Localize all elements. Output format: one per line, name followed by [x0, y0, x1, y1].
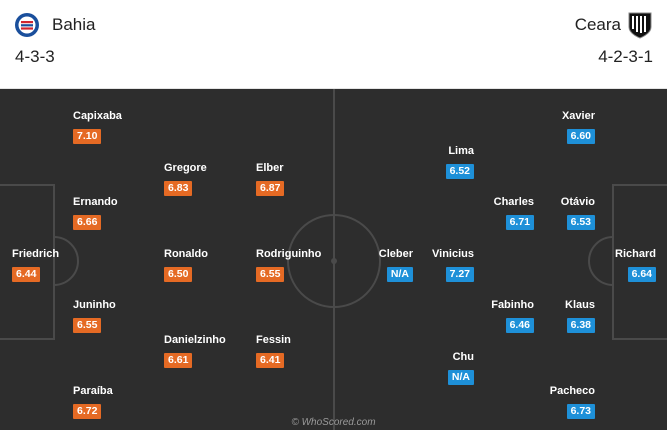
player-rating: 6.41 — [256, 353, 285, 368]
player-rating: 6.66 — [73, 215, 102, 230]
home-player-ronaldo[interactable]: Ronaldo 6.50 — [164, 248, 254, 282]
player-rating: 6.72 — [73, 404, 102, 419]
player-name: Gregore — [164, 162, 207, 174]
home-player-friedrich[interactable]: Friedrich 6.44 — [12, 248, 102, 282]
away-player-charles[interactable]: Charles 6.71 — [444, 196, 534, 230]
player-name: Vinicius — [432, 248, 474, 260]
home-player-paraiba[interactable]: Paraíba 6.72 — [73, 385, 163, 419]
player-rating: 6.61 — [164, 353, 193, 368]
away-player-xavier[interactable]: Xavier 6.60 — [505, 110, 595, 144]
watermark: © WhoScored.com — [291, 417, 376, 428]
player-rating: 6.46 — [505, 318, 534, 333]
player-name: Pacheco — [549, 385, 595, 397]
player-name: Otávio — [560, 196, 595, 208]
player-name: Friedrich — [12, 248, 60, 260]
home-team-name[interactable]: Bahia — [52, 15, 96, 34]
player-rating: 6.55 — [256, 267, 285, 282]
player-rating: 6.52 — [445, 164, 474, 179]
player-name: Klaus — [565, 299, 595, 311]
home-player-gregore[interactable]: Gregore 6.83 — [164, 162, 254, 196]
home-player-capixaba[interactable]: Capixaba 7.10 — [73, 110, 163, 144]
player-rating: 6.50 — [164, 267, 193, 282]
away-player-otavio[interactable]: Otávio 6.53 — [505, 196, 595, 230]
away-player-fabinho[interactable]: Fabinho 6.46 — [444, 299, 534, 333]
player-name: Rodriguinho — [256, 248, 322, 260]
player-rating: 6.64 — [627, 267, 656, 282]
home-player-ernando[interactable]: Ernando 6.66 — [73, 196, 163, 230]
player-name: Cleber — [378, 248, 413, 260]
player-rating: 7.10 — [73, 129, 102, 144]
player-rating: 6.44 — [12, 267, 41, 282]
player-name: Chu — [452, 351, 474, 363]
away-player-lima[interactable]: Lima 6.52 — [384, 145, 474, 179]
away-player-cleber[interactable]: Cleber N/A — [323, 248, 413, 282]
player-name: Paraíba — [73, 385, 113, 397]
player-name: Xavier — [561, 110, 595, 122]
player-name: Fessin — [256, 334, 291, 346]
away-player-klaus[interactable]: Klaus 6.38 — [505, 299, 595, 333]
away-player-vinicius[interactable]: Vinicius 7.27 — [384, 248, 474, 282]
player-rating: 6.53 — [566, 215, 595, 230]
player-rating: 6.60 — [566, 129, 595, 144]
away-player-pacheco[interactable]: Pacheco 6.73 — [505, 385, 595, 419]
home-player-juninho[interactable]: Juninho 6.55 — [73, 299, 163, 333]
player-rating: N/A — [386, 267, 413, 282]
player-rating: 6.71 — [505, 215, 534, 230]
match-header: Bahia 4-3-3 Ceara 4-2-3-1 — [0, 0, 667, 89]
player-name: Richard — [615, 248, 656, 260]
player-name: Ronaldo — [164, 248, 208, 260]
home-player-elber[interactable]: Elber 6.87 — [256, 162, 346, 196]
player-rating: 7.27 — [445, 267, 474, 282]
away-team-name[interactable]: Ceara — [574, 15, 621, 34]
home-player-fessin[interactable]: Fessin 6.41 — [256, 334, 346, 368]
player-name: Ernando — [73, 196, 118, 208]
pitch-lines — [0, 89, 667, 430]
player-name: Fabinho — [491, 299, 534, 311]
ceara-badge-icon — [628, 12, 652, 39]
bahia-badge-icon — [15, 13, 39, 37]
home-formation: 4-3-3 — [15, 47, 55, 66]
away-formation: 4-2-3-1 — [598, 47, 653, 66]
player-name: Elber — [256, 162, 284, 174]
player-name: Charles — [493, 196, 534, 208]
away-player-richard[interactable]: Richard 6.64 — [566, 248, 656, 282]
home-player-danielzinho[interactable]: Danielzinho 6.61 — [164, 334, 254, 368]
player-rating: N/A — [447, 370, 474, 385]
player-rating: 6.83 — [164, 181, 193, 196]
player-rating: 6.38 — [566, 318, 595, 333]
home-player-rodriguinho[interactable]: Rodriguinho 6.55 — [256, 248, 346, 282]
player-name: Capixaba — [73, 110, 122, 122]
pitch: Capixaba 7.10 Gregore 6.83 Elber 6.87 Er… — [0, 89, 667, 430]
player-rating: 6.55 — [73, 318, 102, 333]
player-rating: 6.87 — [256, 181, 285, 196]
player-name: Lima — [448, 145, 474, 157]
player-name: Danielzinho — [164, 334, 226, 346]
player-name: Juninho — [73, 299, 116, 311]
player-rating: 6.73 — [566, 404, 595, 419]
away-player-chu[interactable]: Chu N/A — [384, 351, 474, 385]
